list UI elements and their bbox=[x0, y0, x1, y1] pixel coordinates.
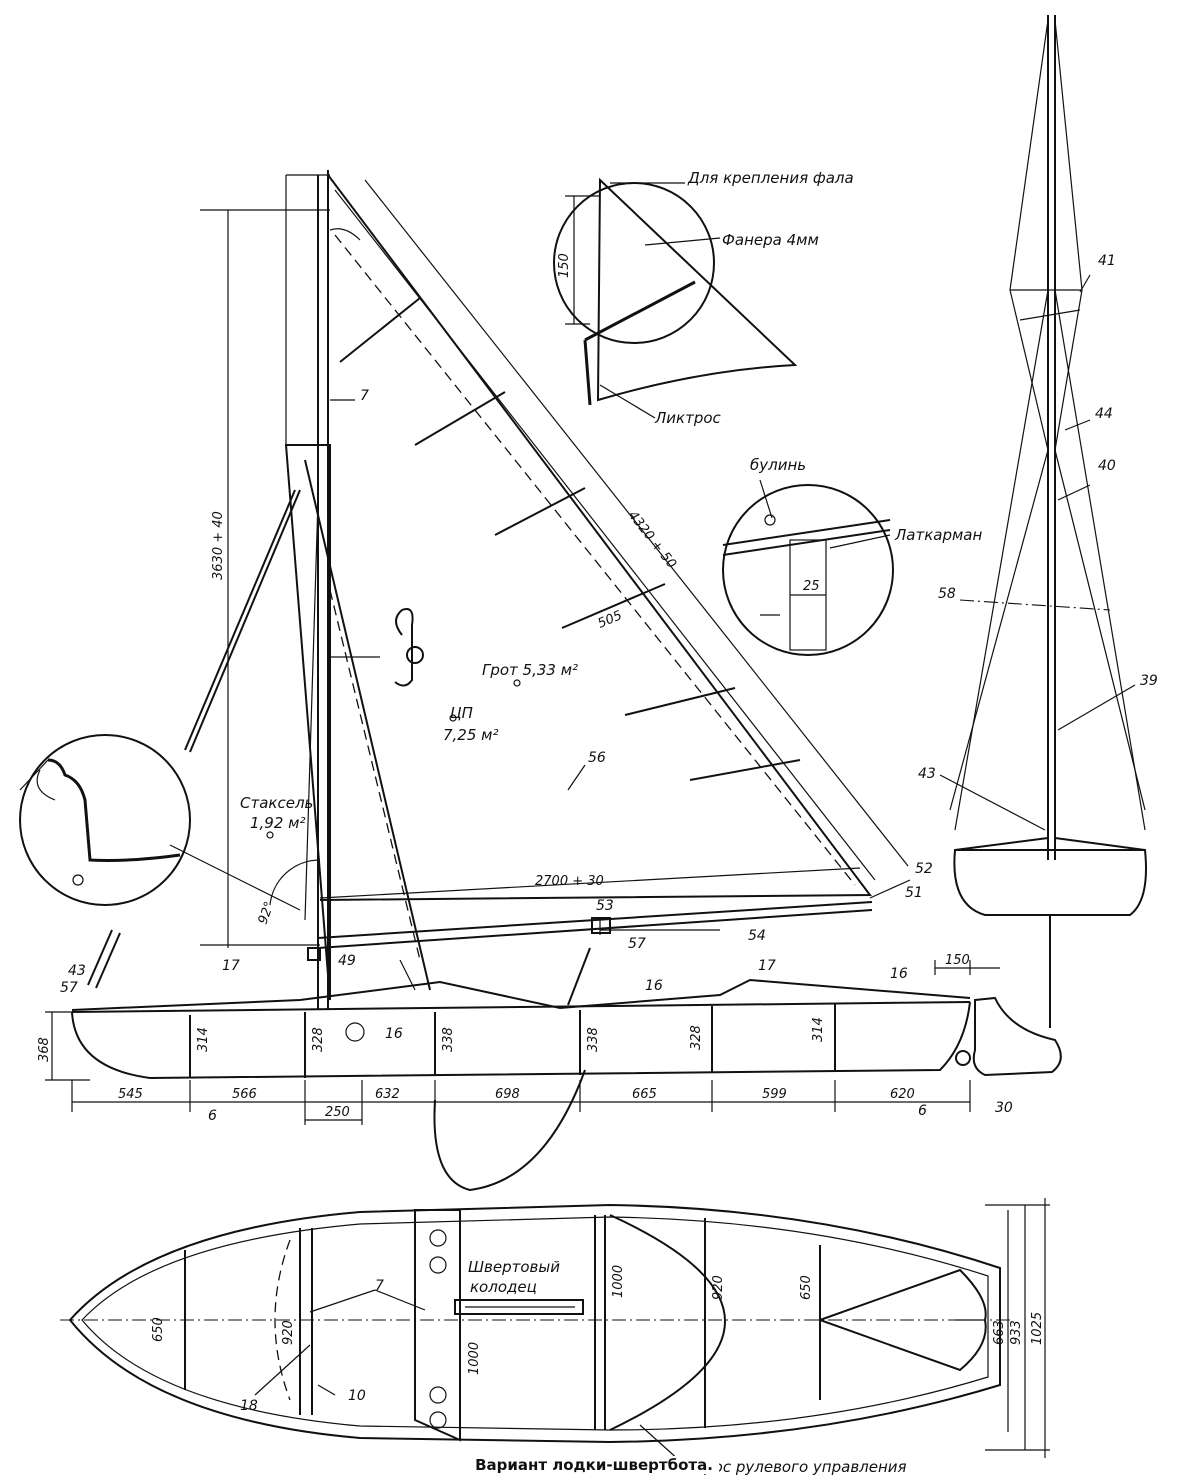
hull-profile bbox=[71, 929, 1062, 1192]
station-dim: 545 bbox=[118, 1087, 143, 1102]
headboard-detail: 150 Для крепления фала Фанера 4мм Ликтро… bbox=[553, 169, 854, 427]
callout: 40 bbox=[1098, 458, 1116, 474]
callout: 6 bbox=[918, 1103, 927, 1119]
angle-dim: 92° bbox=[256, 900, 278, 927]
pocket-label: Латкарман bbox=[894, 526, 982, 544]
offset-dim: 250 bbox=[325, 1105, 350, 1120]
luff-dim: 3630 + 40 bbox=[211, 511, 226, 580]
callout: 43 bbox=[918, 766, 936, 782]
plan-width-dim: 920 bbox=[281, 1320, 296, 1345]
batten-detail: булинь Латкарман 25 bbox=[722, 456, 982, 656]
plan-width-dim: 1000 bbox=[611, 1265, 626, 1298]
halyard-label: Для крепления фала bbox=[687, 169, 854, 187]
plan-width-dim: 650 bbox=[151, 1317, 166, 1342]
depth-dim: 338 bbox=[586, 1027, 601, 1052]
jib-area-label: 1,92 м² bbox=[250, 814, 306, 832]
sail-plan-labels: Грот 5,33 м² ЦП 7,25 м² Стаксель 1,92 м²… bbox=[60, 388, 933, 996]
callout: 16 bbox=[645, 978, 663, 994]
callout: 16 bbox=[890, 966, 908, 982]
callout: 6 bbox=[208, 1108, 217, 1124]
caption-bar: Вариант лодки-швертбота. bbox=[0, 1442, 1188, 1474]
head-height-dim: 150 bbox=[557, 253, 572, 278]
station-dim: 599 bbox=[762, 1087, 787, 1102]
plan-width-dim: 1000 bbox=[467, 1342, 482, 1375]
mainsail-label: Грот 5,33 м² bbox=[482, 661, 578, 679]
foot-dim: 2700 + 30 bbox=[535, 874, 604, 889]
leech-dim: 4320 + 50 bbox=[625, 508, 679, 571]
station-dim: 566 bbox=[232, 1087, 257, 1102]
pocket-width-dim: 25 bbox=[803, 579, 820, 594]
callout: 43 bbox=[68, 963, 86, 979]
callout: 52 bbox=[915, 861, 933, 877]
boltrope-label: Ликтрос bbox=[654, 409, 722, 427]
cp-area-label: 7,25 м² bbox=[443, 726, 499, 744]
depth-dim: 368 bbox=[37, 1037, 52, 1062]
steering-label: Трос рулевого управления bbox=[695, 1458, 907, 1476]
centerboard-label-2: колодец bbox=[470, 1278, 537, 1296]
plan-width-dim: 650 bbox=[799, 1275, 814, 1300]
station-dim: 620 bbox=[890, 1087, 915, 1102]
cp-label: ЦП bbox=[450, 704, 473, 722]
depth-dim: 314 bbox=[811, 1017, 826, 1042]
callout: 56 bbox=[588, 750, 606, 766]
plan-width-dim: 1025 bbox=[1030, 1312, 1045, 1345]
station-dim: 698 bbox=[495, 1087, 520, 1102]
callout: 30 bbox=[995, 1100, 1013, 1116]
callout: 10 bbox=[348, 1388, 366, 1404]
callout: 58 bbox=[938, 586, 956, 602]
plan-view: 650 920 1000 1000 920 650 663 933 1025 Ш… bbox=[60, 1198, 1050, 1476]
depth-dim: 328 bbox=[311, 1027, 326, 1052]
callout: 41 bbox=[1098, 253, 1116, 269]
plywood-label: Фанера 4мм bbox=[722, 231, 819, 249]
callout: 16 bbox=[385, 1026, 403, 1042]
transom-dim: 150 bbox=[945, 953, 970, 968]
plan-width-dim: 920 bbox=[711, 1275, 726, 1300]
callout: 7 bbox=[360, 388, 369, 404]
plan-width-dim: 933 bbox=[1009, 1320, 1024, 1345]
callout: 44 bbox=[1095, 406, 1113, 422]
depth-dim: 314 bbox=[196, 1027, 211, 1052]
station-dim: 632 bbox=[375, 1087, 400, 1102]
jib-label: Стаксель bbox=[240, 794, 313, 812]
callout: 57 bbox=[60, 980, 78, 996]
depth-dim: 328 bbox=[689, 1025, 704, 1050]
callout: 53 bbox=[596, 898, 614, 914]
callout: 49 bbox=[338, 953, 356, 969]
callout: 39 bbox=[1140, 673, 1158, 689]
sail-plan bbox=[184, 170, 911, 1010]
figure-caption: Вариант лодки-швертбота. bbox=[469, 1456, 719, 1474]
hull-section-detail bbox=[19, 734, 301, 911]
callout: 54 bbox=[748, 928, 766, 944]
callout: 57 bbox=[628, 936, 646, 952]
front-view: 41 44 40 58 39 43 bbox=[918, 15, 1158, 1028]
callout: 7 bbox=[375, 1278, 384, 1294]
callout: 51 bbox=[905, 885, 923, 901]
callout: 17 bbox=[758, 958, 776, 974]
callout: 17 bbox=[222, 958, 240, 974]
plan-width-dim: 663 bbox=[992, 1320, 1007, 1345]
bowline-label: булинь bbox=[750, 456, 806, 474]
station-dim: 665 bbox=[632, 1087, 657, 1102]
depth-dim: 338 bbox=[441, 1027, 456, 1052]
hull-dimensions: 368 314 328 338 338 328 314 545 566 632 … bbox=[37, 953, 1013, 1125]
centerboard-label-1: Швертовый bbox=[468, 1258, 560, 1276]
callout: 18 bbox=[240, 1398, 258, 1414]
